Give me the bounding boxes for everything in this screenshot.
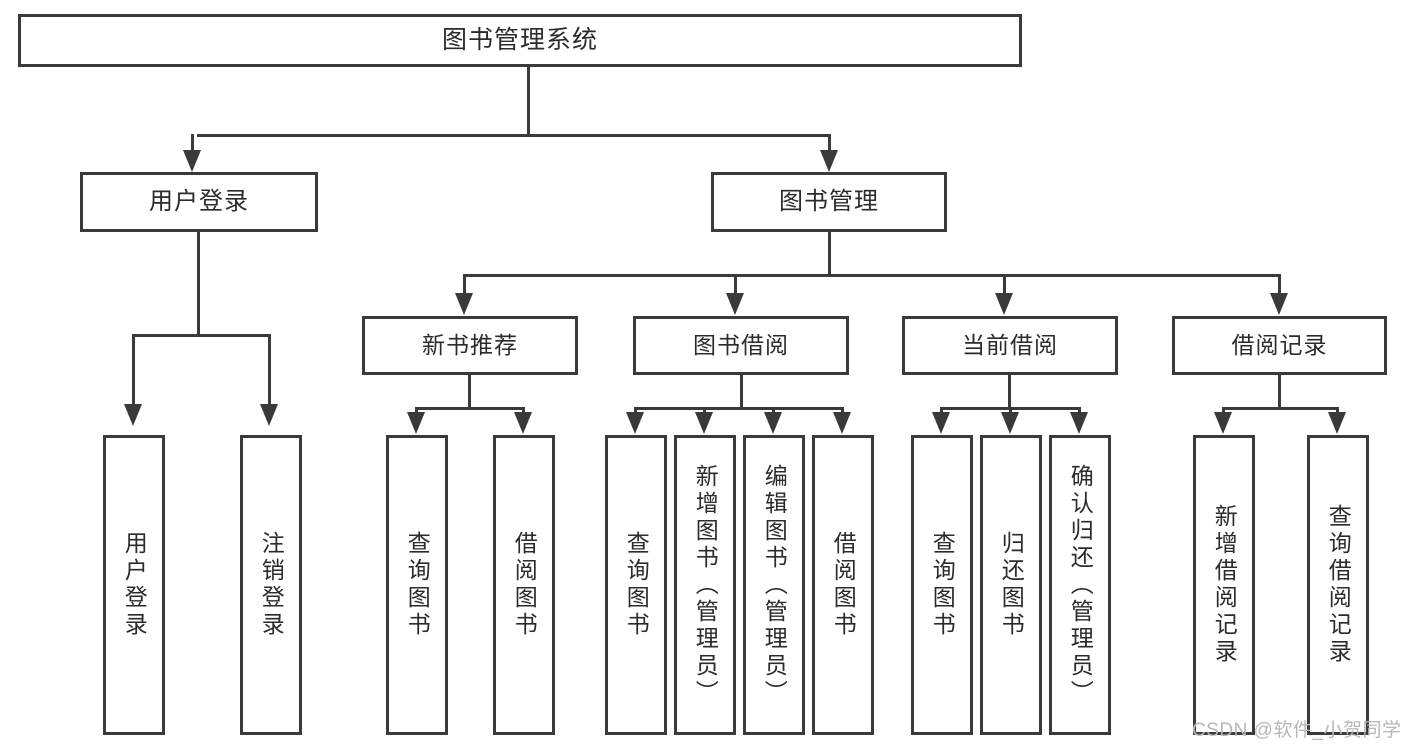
arrow-to-current-borrow xyxy=(995,293,1013,315)
node-book-management[interactable]: 图书管理 xyxy=(711,172,947,232)
arrow-root-to-user-login xyxy=(183,150,201,172)
edge-user-login-drop-1 xyxy=(132,334,135,406)
node-current-borrow[interactable]: 当前借阅 xyxy=(902,316,1118,375)
arrow-user-login-leaf-2 xyxy=(260,404,278,426)
edge-user-login-bus xyxy=(132,334,271,337)
node-root-library-system[interactable]: 图书管理系统 xyxy=(18,14,1022,67)
edge-book-manage-drop-4 xyxy=(1278,274,1281,296)
edge-book-manage-trunk xyxy=(828,232,831,274)
edge-user-login-drop-2 xyxy=(268,334,271,406)
edge-root-trunk xyxy=(527,67,530,134)
leaf-current-borrow-1[interactable]: 归还图书 xyxy=(980,435,1042,735)
arrow-root-to-book-manage xyxy=(820,150,838,172)
arrow-new-book-leaf-1 xyxy=(407,412,425,434)
edge-new-book-bus xyxy=(415,407,525,410)
leaf-book-borrow-2[interactable]: 编辑图书（管理员） xyxy=(743,435,805,735)
edge-book-manage-drop-3 xyxy=(1003,274,1006,296)
leaf-borrow-record-0[interactable]: 新增借阅记录 xyxy=(1193,435,1255,735)
arrow-to-borrow-record xyxy=(1270,293,1288,315)
edge-borrow-record-trunk xyxy=(1278,375,1281,407)
arrow-to-book-borrow xyxy=(726,293,744,315)
edge-root-bus xyxy=(197,134,831,137)
node-borrow-record[interactable]: 借阅记录 xyxy=(1172,316,1387,375)
arrow-book-borrow-leaf-1 xyxy=(626,412,644,434)
leaf-borrow-record-1[interactable]: 查询借阅记录 xyxy=(1307,435,1369,735)
arrow-current-borrow-leaf-3 xyxy=(1070,412,1088,434)
edge-borrow-record-bus xyxy=(1222,407,1339,410)
arrow-user-login-leaf-1 xyxy=(124,404,142,426)
arrow-book-borrow-leaf-2 xyxy=(695,412,713,434)
arrow-new-book-leaf-2 xyxy=(514,412,532,434)
edge-book-manage-drop-2 xyxy=(734,274,737,296)
edge-root-to-book-manage xyxy=(828,134,831,153)
csdn-watermark: CSDN @软件_小贺同学 xyxy=(1192,720,1402,741)
leaf-new-book-recommend-0[interactable]: 查询图书 xyxy=(386,435,448,735)
arrow-current-borrow-leaf-2 xyxy=(1001,412,1019,434)
node-user-login[interactable]: 用户登录 xyxy=(80,172,318,232)
arrow-book-borrow-leaf-4 xyxy=(833,412,851,434)
leaf-book-borrow-1[interactable]: 新增图书（管理员） xyxy=(674,435,736,735)
edge-current-borrow-trunk xyxy=(1008,375,1011,407)
leaf-current-borrow-0[interactable]: 查询图书 xyxy=(911,435,973,735)
edge-new-book-trunk xyxy=(468,375,471,407)
edge-book-borrow-bus xyxy=(634,407,844,410)
arrow-book-borrow-leaf-3 xyxy=(764,412,782,434)
leaf-current-borrow-2[interactable]: 确认归还（管理员） xyxy=(1049,435,1111,735)
leaf-user-login-0[interactable]: 用户登录 xyxy=(103,435,165,735)
arrow-borrow-record-leaf-1 xyxy=(1214,412,1232,434)
edge-book-manage-bus xyxy=(463,274,1281,277)
leaf-book-borrow-0[interactable]: 查询图书 xyxy=(605,435,667,735)
leaf-new-book-recommend-1[interactable]: 借阅图书 xyxy=(493,435,555,735)
arrow-current-borrow-leaf-1 xyxy=(932,412,950,434)
edge-root-to-user-login xyxy=(191,134,194,153)
arrow-borrow-record-leaf-2 xyxy=(1328,412,1346,434)
edge-user-login-trunk xyxy=(197,232,200,334)
node-book-borrow[interactable]: 图书借阅 xyxy=(633,316,849,375)
leaf-user-login-1[interactable]: 注销登录 xyxy=(240,435,302,735)
edge-book-manage-drop-1 xyxy=(463,274,466,296)
leaf-book-borrow-3[interactable]: 借阅图书 xyxy=(812,435,874,735)
arrow-to-new-book-recommend xyxy=(455,293,473,315)
edge-book-borrow-trunk xyxy=(740,375,743,407)
node-new-book-recommend[interactable]: 新书推荐 xyxy=(362,316,578,375)
